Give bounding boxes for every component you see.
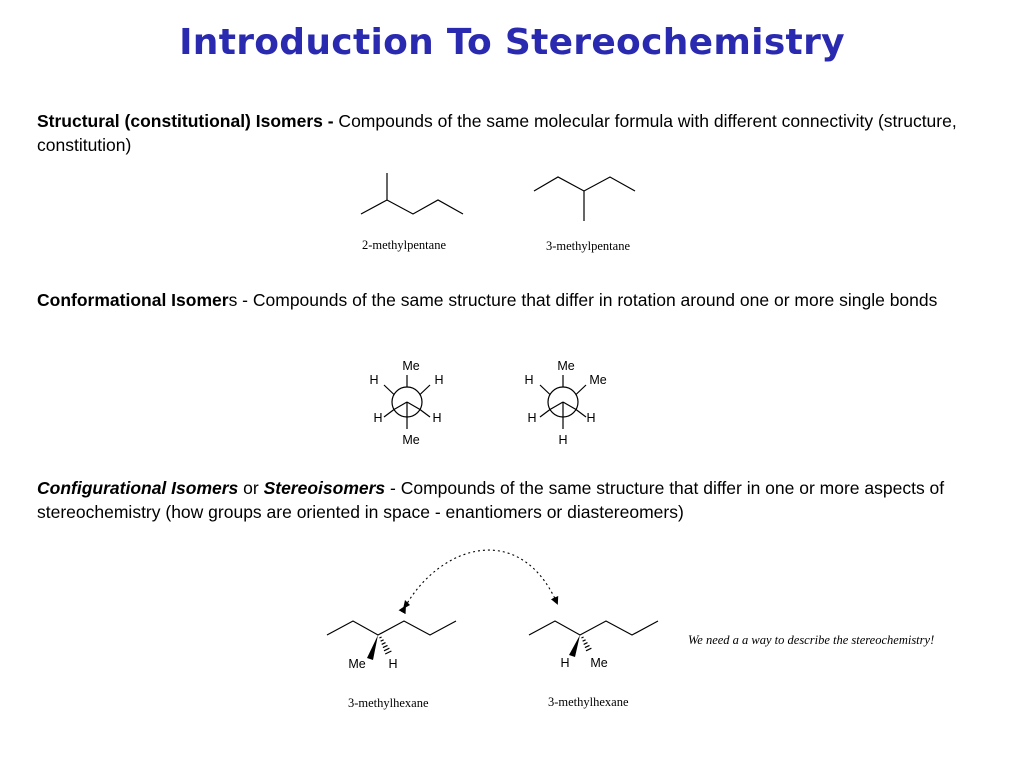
structural-isomers-definition: Compounds of the same molecular formula … <box>37 111 957 155</box>
structure-3-methylhexane-right: H Me <box>528 620 659 670</box>
enantiomer-relationship-arrow <box>398 549 559 615</box>
newman2-upper-right-label: Me <box>589 373 606 387</box>
structural-isomers-paragraph: Structural (constitutional) Isomers - Co… <box>37 109 997 157</box>
newman1-lower-left-label: H <box>373 411 382 425</box>
conformational-isomers-paragraph: Conformational Isomers - Compounds of th… <box>37 288 997 312</box>
newman1-top-label: Me <box>402 359 419 373</box>
conformational-isomers-definition: - Compounds of the same structure that d… <box>237 290 938 310</box>
newman1-upper-left-label: H <box>369 373 378 387</box>
structure-2-methylpentane <box>360 173 464 215</box>
molecule-caption-3-methylhexane-right: 3-methylhexane <box>548 695 629 709</box>
newman-projection-anti: Me H H H H Me <box>369 359 443 447</box>
configurational-isomers-definition: - Compounds of the same structure that d… <box>37 478 945 522</box>
wedge-bond-right <box>569 635 580 657</box>
molecule-caption-2-methylpentane: 2-methylpentane <box>362 238 446 252</box>
hashed-bond-right <box>581 636 592 652</box>
molecule2-wedge-label: Me <box>590 656 607 670</box>
configurational-connector: or <box>238 478 264 498</box>
stereoisomers-term: Stereoisomers <box>263 478 386 498</box>
structural-isomers-term: Structural (constitutional) Isomers - <box>37 111 334 131</box>
conformational-isomers-term-suffix: s <box>228 290 238 310</box>
configurational-isomers-paragraph: Configurational Isomers or Stereoisomers… <box>37 476 997 524</box>
molecule2-hash-label: H <box>560 656 569 670</box>
newman1-upper-right-label: H <box>434 373 443 387</box>
conformational-isomers-term: Conformational Isomer <box>37 290 229 310</box>
molecule1-hash-label: H <box>388 657 397 671</box>
molecule-caption-3-methylhexane-left: 3-methylhexane <box>348 696 429 710</box>
molecule-caption-3-methylpentane: 3-methylpentane <box>546 239 630 253</box>
newman1-lower-right-label: H <box>432 411 441 425</box>
molecule1-wedge-label: Me <box>348 657 365 671</box>
newman2-bottom-label: H <box>558 433 567 447</box>
newman2-upper-left-label: H <box>524 373 533 387</box>
newman2-top-label: Me <box>557 359 574 373</box>
arrow-left-head <box>403 600 410 609</box>
newman2-lower-right-label: H <box>586 411 595 425</box>
page-title: Introduction To Stereochemistry <box>179 22 845 63</box>
newman1-bottom-label: Me <box>402 433 419 447</box>
structure-3-methylpentane <box>533 176 636 221</box>
newman2-lower-left-label: H <box>527 411 536 425</box>
wedge-bond-left <box>367 635 378 660</box>
configurational-isomers-term: Configurational Isomers <box>37 478 239 498</box>
structure-3-methylhexane-left: Me H <box>326 620 457 671</box>
newman-projection-gauche: Me H Me H H H <box>524 359 606 447</box>
stereochemistry-note: We need a a way to describe the stereoch… <box>688 633 935 647</box>
hashed-bond-left <box>379 636 392 655</box>
